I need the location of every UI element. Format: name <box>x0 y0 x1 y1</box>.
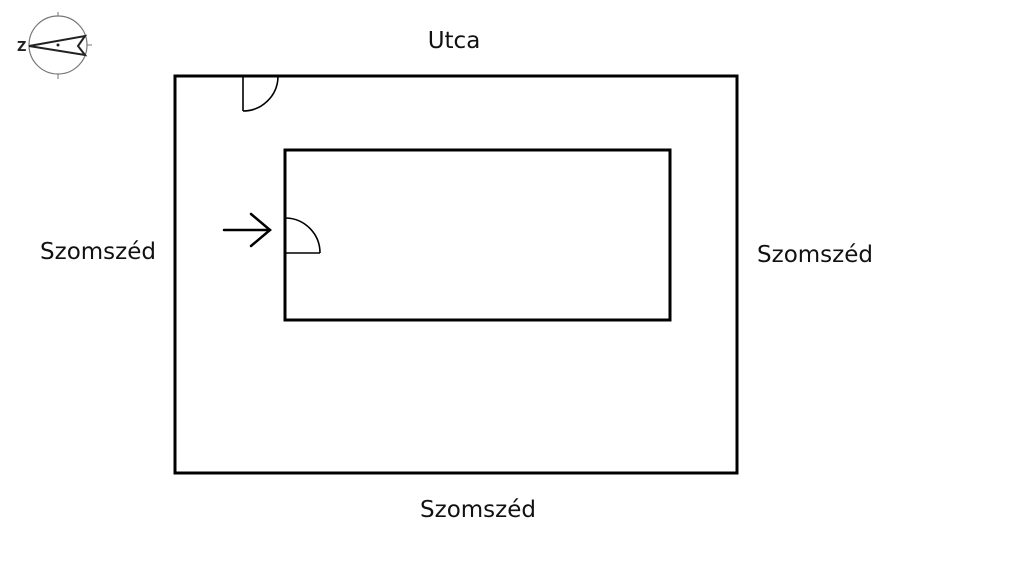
label-neighbor-left: Szomszéd <box>40 239 156 265</box>
gate-door-icon <box>242 76 279 112</box>
compass-icon: Z <box>17 12 92 79</box>
plot-boundary <box>173 74 739 475</box>
label-neighbor-right: Szomszéd <box>757 242 873 268</box>
building-outline <box>283 148 672 322</box>
label-neighbor-bottom: Szomszéd <box>420 497 536 523</box>
entrance-door-icon <box>285 217 321 254</box>
entrance-arrow-icon <box>222 212 272 248</box>
label-street: Utca <box>427 28 481 54</box>
compass-north-letter: Z <box>17 40 26 55</box>
